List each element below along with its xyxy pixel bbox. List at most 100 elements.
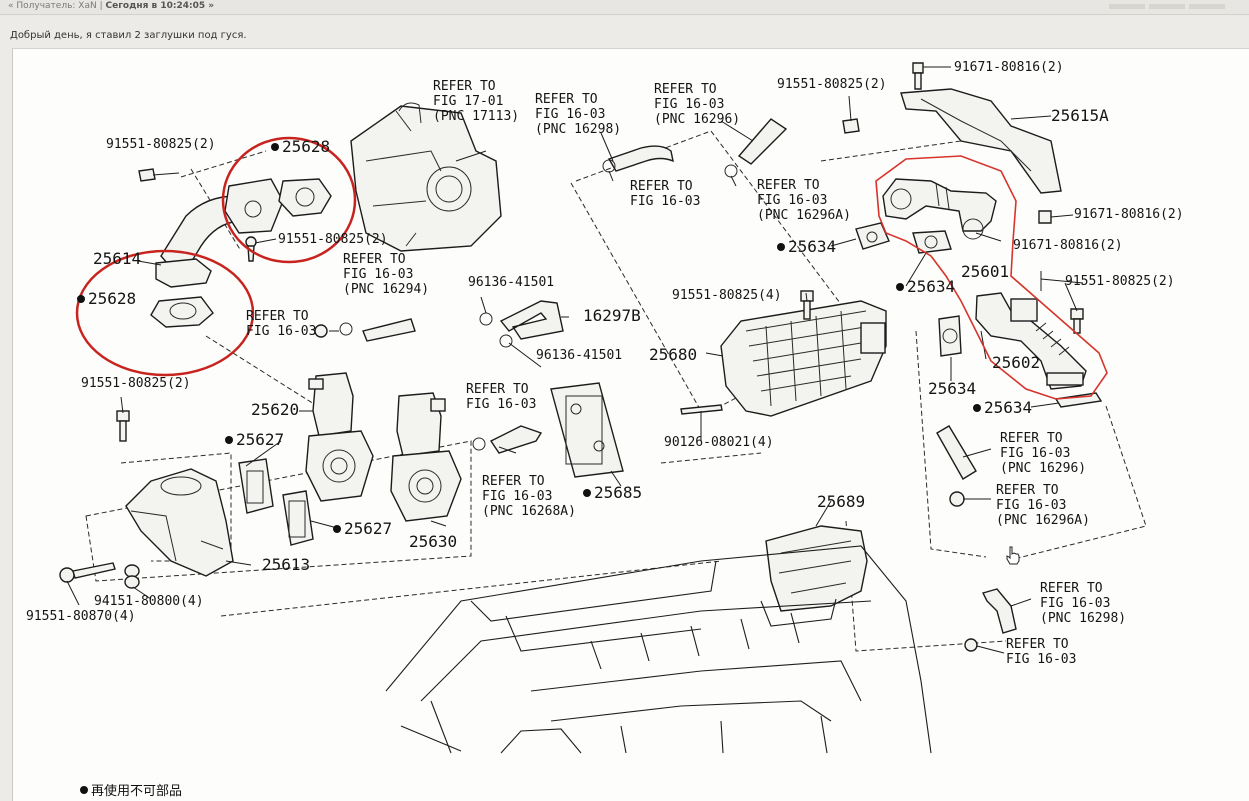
legend-bullet [80, 786, 88, 794]
bolt-91671-80816-top [912, 62, 924, 90]
part-25613: 25613 [262, 555, 311, 574]
bolt-91551-80825-r [1070, 308, 1084, 334]
egr-valve-25620 [305, 372, 374, 502]
stud-90126-08021 [680, 404, 723, 415]
part-25689: 25689 [817, 492, 866, 511]
part-90126-08021: 90126-08021(4) [664, 435, 774, 450]
part-96136-41501-bottom: 96136-41501 [536, 348, 623, 363]
bolt-91551-80825-mid [245, 236, 257, 262]
part-91551-80825-mid: 91551-80825(2) [278, 232, 388, 247]
clip-right [964, 638, 978, 652]
red-outline-egr-pipes [875, 155, 1108, 400]
non-reusable-bullet [583, 489, 591, 497]
message-text: Добрый день, я ставил 2 заглушки под гус… [10, 30, 247, 41]
message-actions[interactable] [1109, 0, 1249, 12]
header-separator: | [99, 1, 103, 11]
refer-pnc-16294: REFER TO FIG 16-03 (PNC 16294) [343, 252, 430, 297]
refer-pnc-16298-top: REFER TO FIG 16-03 (PNC 16298) [535, 92, 622, 137]
plate-25685 [550, 382, 624, 478]
refer-fig-16-03-left: REFER TO FIG 16-03 [246, 309, 317, 339]
message-date: Сегодня в 10:24:05 » [105, 1, 215, 11]
part-25634-d: 25634 [973, 399, 1032, 417]
part-25627-a: 25627 [225, 431, 284, 449]
refer-fig-16-03-hose: REFER TO FIG 16-03 [630, 179, 701, 209]
refer-fig-16-03-bottom-right: REFER TO FIG 16-03 [1006, 637, 1077, 667]
hose-16296 [724, 118, 788, 178]
hose-16297B [479, 300, 564, 348]
part-25634-a: 25634 [777, 238, 836, 256]
part-91551-80825-top-left: 91551-80825(2) [106, 137, 216, 152]
part-91551-80825-4: 91551-80825(4) [672, 288, 782, 303]
message-meta: « Получатель: XaN | Сегодня в 10:24:05 » [8, 0, 214, 12]
engine-block-outline [385, 545, 932, 754]
non-reusable-bullet [896, 283, 904, 291]
refer-fig-17-01: REFER TO FIG 17-01 (PNC 17113) [433, 79, 520, 124]
refer-pnc-16296a-top: REFER TO FIG 16-03 (PNC 16296A) [757, 178, 851, 223]
part-91671-80816-right-2: 91671-80816(2) [1013, 238, 1123, 253]
adaptor-25613 [125, 468, 234, 577]
bracket-25689 [765, 525, 868, 612]
part-25685: 25685 [583, 484, 642, 502]
red-circle-gasket-left [75, 249, 255, 377]
egr-cooler-25680 [720, 300, 887, 417]
red-circle-gasket-top [221, 136, 357, 264]
gasket-25627-a [238, 458, 274, 514]
gasket-25628-top [278, 178, 332, 217]
egr-pipe-25602 [975, 292, 1087, 390]
bolt-91671-80816-r1 [1038, 210, 1074, 224]
refer-pnc-16268a: REFER TO FIG 16-03 (PNC 16268A) [482, 474, 576, 519]
clip-left-16-03 [314, 324, 328, 338]
part-91551-80825-top: 91551-80825(2) [777, 77, 887, 92]
part-25634-c: 25634 [928, 379, 977, 398]
refer-pnc-16296a-right: REFER TO FIG 16-03 (PNC 16296A) [996, 483, 1090, 528]
refer-pnc-16296-right: REFER TO FIG 16-03 (PNC 16296) [1000, 431, 1087, 476]
hand-cursor-icon [1006, 546, 1020, 565]
bolt-91551-80870 [59, 562, 116, 583]
part-91551-80870: 91551-80870(4) [26, 609, 136, 624]
non-reusable-bullet [77, 295, 85, 303]
non-reusable-bullet [333, 525, 341, 533]
refer-pnc-16296-top: REFER TO FIG 16-03 (PNC 16296) [654, 82, 741, 127]
bolt-91551-80825-topleft [138, 168, 180, 182]
gasket-25634-a [855, 222, 890, 250]
collar-94151-80800 [124, 564, 140, 589]
part-25615a: 25615A [1051, 106, 1109, 125]
hose-16268A [472, 425, 543, 454]
intake-throttle-body [350, 102, 502, 252]
part-91551-80825-left: 91551-80825(2) [81, 376, 191, 391]
part-25680: 25680 [649, 345, 698, 364]
gasket-25628-left [150, 296, 214, 328]
hose-16296-right [936, 425, 977, 480]
part-16297b: 16297B [583, 306, 641, 325]
gasket-25634-b [912, 230, 952, 254]
recipient-name[interactable]: XaN [78, 1, 97, 11]
message-header: « Получатель: XaN | Сегодня в 10:24:05 » [0, 0, 1249, 15]
bolt-91551-80825-top [842, 118, 860, 134]
egr-pipe-25614 [155, 178, 284, 288]
parts-diagram-image: REFER TO FIG 17-01 (PNC 17113) REFER TO … [12, 48, 1249, 801]
part-25602: 25602 [992, 353, 1041, 372]
part-25630: 25630 [409, 532, 458, 551]
gasket-25634-d [1054, 392, 1103, 408]
non-reusable-legend: 再使用不可部品 [80, 780, 182, 799]
non-reusable-bullet [271, 143, 279, 151]
leader-lines [66, 66, 1084, 654]
part-25627-b: 25627 [333, 520, 392, 538]
part-91671-80816-top: 91671-80816(2) [954, 60, 1064, 75]
gasket-25627-b [282, 490, 314, 546]
part-91671-80816-right-1: 91671-80816(2) [1074, 207, 1184, 222]
hose-16298-right [981, 588, 1017, 634]
non-reusable-bullet [225, 436, 233, 444]
hose-16298 [602, 145, 674, 173]
gasket-25634-c [938, 315, 962, 357]
hose-16294 [339, 318, 416, 342]
part-25628-top: 25628 [271, 138, 330, 156]
part-25601: 25601 [961, 262, 1010, 281]
part-91551-80825-right: 91551-80825(2) [1065, 274, 1175, 289]
non-reusable-bullet [973, 404, 981, 412]
part-25614: 25614 [93, 249, 142, 268]
egr-pipe-25601 [882, 178, 997, 240]
part-96136-41501-top: 96136-41501 [468, 275, 555, 290]
egr-valve-25630 [390, 392, 462, 522]
part-25634-b: 25634 [896, 278, 955, 296]
